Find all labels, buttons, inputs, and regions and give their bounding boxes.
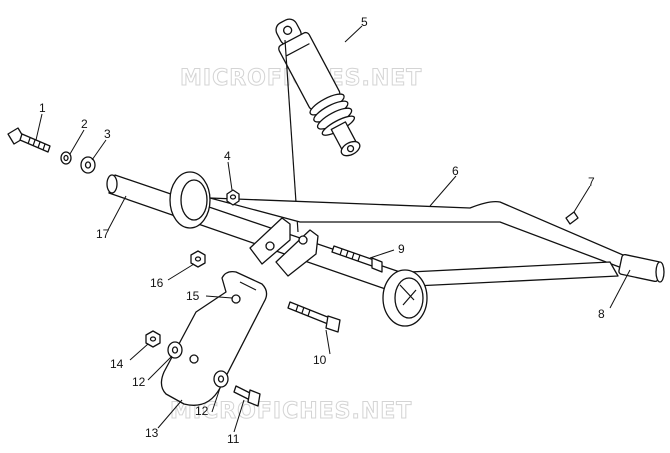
callout-6: 6 — [452, 164, 459, 178]
callout-13: 13 — [145, 426, 159, 440]
callout-8: 8 — [598, 307, 605, 321]
washer-12-right — [213, 370, 229, 388]
shock-mount-line — [284, 39, 299, 233]
washer-12-left — [167, 341, 183, 359]
callout-3: 3 — [104, 127, 111, 141]
callout-9: 9 — [398, 242, 405, 256]
callout-1: 1 — [39, 101, 46, 115]
callout-15: 15 — [186, 289, 200, 303]
callout-11: 11 — [227, 432, 240, 446]
link-arm-13 — [160, 270, 268, 406]
callout-12-right: 12 — [195, 404, 209, 418]
spindle-tube — [618, 253, 665, 283]
callout-14: 14 — [110, 357, 124, 371]
watermark-bottom: MICROFICHES.NET — [170, 399, 412, 424]
grease-fitting — [565, 211, 579, 225]
nut-4 — [226, 189, 240, 206]
callout-12-left: 12 — [132, 375, 146, 389]
callout-4: 4 — [224, 149, 231, 163]
flat-washer-3 — [80, 156, 96, 174]
shock-absorber — [275, 18, 361, 157]
callout-10: 10 — [313, 353, 327, 367]
a-arm-frame — [106, 171, 665, 327]
callout-5: 5 — [361, 15, 368, 29]
callout-16: 16 — [150, 276, 164, 290]
leader-lines — [35, 25, 631, 433]
bolt-10 — [287, 301, 341, 333]
callout-7: 7 — [588, 175, 595, 189]
nut-14 — [145, 330, 161, 348]
nut-16 — [190, 250, 206, 268]
bolt-11 — [233, 385, 261, 407]
callout-2: 2 — [81, 117, 88, 131]
lock-washer-2 — [60, 151, 72, 165]
bolt-9 — [331, 245, 383, 273]
bolt-1 — [7, 127, 51, 153]
callout-17: 17 — [96, 227, 110, 241]
